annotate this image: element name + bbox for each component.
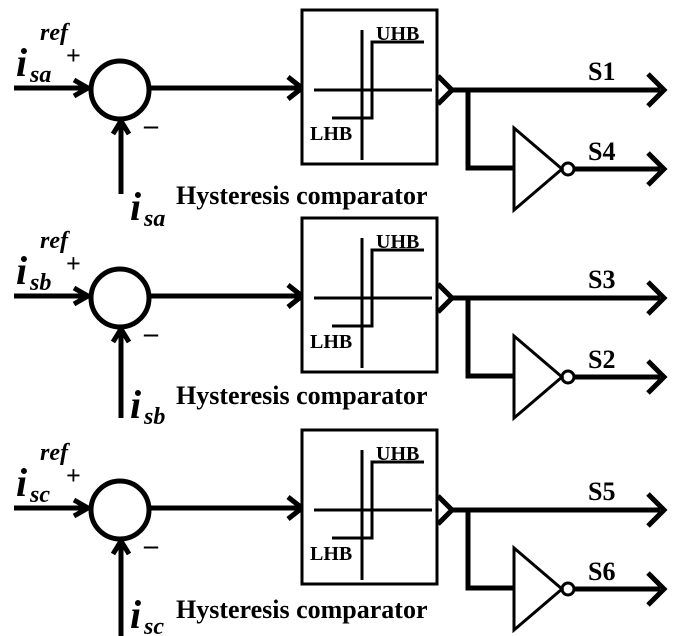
summing-junction — [88, 478, 152, 542]
output-direct-arrowhead — [646, 280, 668, 316]
summer-plus-sign: + — [66, 41, 81, 70]
comparator-output-arrowhead — [436, 74, 456, 106]
inverter-branch-wire — [465, 90, 514, 171]
comparator-caption: Hysteresis comparator — [176, 595, 428, 624]
feedback-arrowhead — [110, 116, 132, 136]
inverter-branch-wire — [465, 510, 514, 591]
not-gate — [512, 544, 565, 634]
feedback-current-subscript: sa — [143, 206, 165, 232]
summer-minus-sign: – — [143, 530, 159, 561]
output-direct-label: S1 — [588, 57, 615, 86]
phase-row-c: i sc ref + – i sc UHB LHB S5 S6 Hysteres… — [14, 428, 668, 636]
phase-row-a: i sa ref + – i sa UHB LHB S1 — [14, 8, 668, 232]
not-gate — [512, 124, 565, 214]
output-direct-arrowhead — [646, 492, 668, 528]
summer-plus-sign: + — [66, 461, 81, 490]
ref-current-symbol: i — [16, 248, 27, 293]
lower-band-label: LHB — [310, 543, 352, 565]
hysteresis-comparator-block — [300, 8, 439, 166]
output-inverted-arrowhead — [646, 359, 668, 395]
summer-minus-sign: – — [143, 318, 159, 349]
feedback-current-symbol: i — [130, 184, 141, 229]
output-inverted-label: S4 — [588, 137, 615, 166]
comparator-caption: Hysteresis comparator — [176, 181, 428, 210]
output-inverted-label: S2 — [588, 345, 615, 374]
lower-band-label: LHB — [310, 331, 352, 353]
hysteresis-curve-lower — [332, 460, 424, 540]
output-inverted-arrowhead — [646, 571, 668, 607]
hysteresis-curve-lower — [332, 40, 424, 120]
hysteresis-comparator-block — [300, 428, 439, 586]
summing-junction — [88, 58, 152, 122]
inverter-branch-wire — [465, 298, 514, 379]
ref-current-subscript: sc — [29, 482, 50, 508]
summer-plus-sign: + — [66, 249, 81, 278]
output-direct-label: S3 — [588, 265, 615, 294]
ref-current-subscript: sb — [29, 270, 51, 296]
hysteresis-curve-lower — [332, 248, 424, 328]
feedback-arrowhead — [110, 536, 132, 556]
feedback-current-subscript: sb — [143, 404, 165, 430]
feedback-current-subscript: sc — [143, 614, 164, 636]
comparator-output-arrowhead — [436, 282, 456, 314]
reference-input-arrowhead — [72, 77, 94, 99]
ref-superscript: ref — [40, 228, 70, 254]
summing-junction — [88, 266, 152, 330]
ref-current-symbol: i — [16, 460, 27, 505]
lower-band-label: LHB — [310, 123, 352, 145]
upper-band-label: UHB — [376, 443, 419, 465]
comparator-caption: Hysteresis comparator — [176, 381, 428, 410]
output-direct-label: S5 — [588, 477, 615, 506]
ref-current-symbol: i — [16, 40, 27, 85]
hysteresis-comparator-block — [300, 216, 439, 374]
comparator-output-arrowhead — [436, 494, 456, 526]
output-inverted-label: S6 — [588, 557, 615, 586]
phase-row-b: i sb ref + – i sb UHB LHB S3 S2 Hysteres… — [14, 216, 668, 430]
reference-input-arrowhead — [72, 285, 94, 307]
ref-superscript: ref — [40, 440, 70, 466]
summer-minus-sign: – — [143, 110, 159, 141]
feedback-current-symbol: i — [130, 382, 141, 427]
feedback-arrowhead — [110, 324, 132, 344]
ref-current-subscript: sa — [29, 62, 51, 88]
output-inverted-arrowhead — [646, 151, 668, 187]
ref-superscript: ref — [40, 20, 70, 46]
upper-band-label: UHB — [376, 231, 419, 253]
not-gate — [512, 332, 565, 422]
reference-input-arrowhead — [72, 497, 94, 519]
upper-band-label: UHB — [376, 23, 419, 45]
output-direct-arrowhead — [646, 72, 668, 108]
feedback-current-symbol: i — [130, 592, 141, 636]
